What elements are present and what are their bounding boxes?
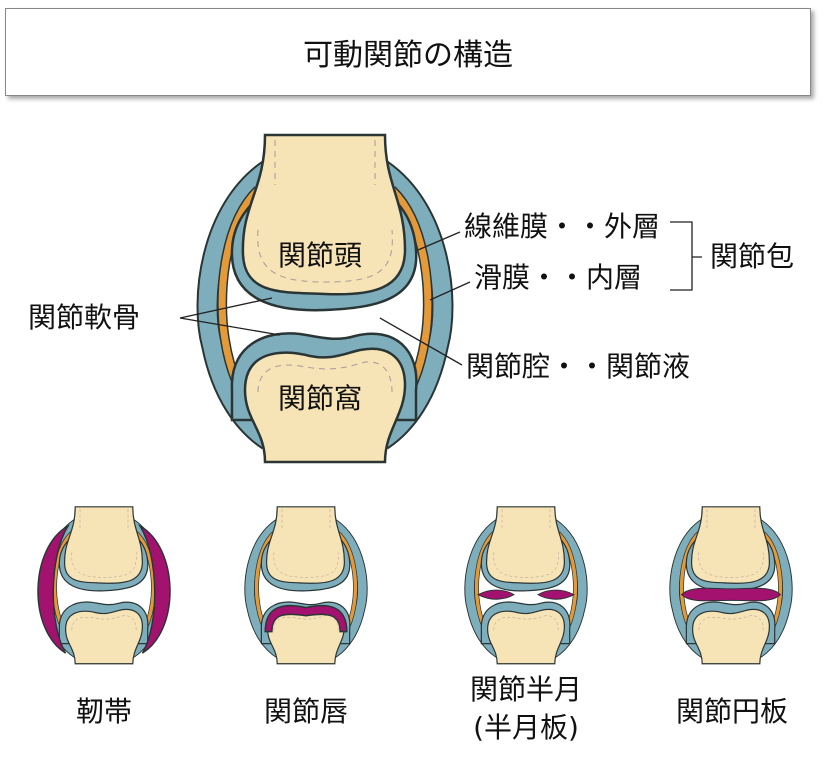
leader-fibrous xyxy=(417,231,461,251)
joint-disc xyxy=(675,507,788,664)
label-synovial: 滑膜・・内層 xyxy=(474,261,643,294)
label-fibrous: 線維膜・・外層 xyxy=(464,210,661,243)
label-cartilage: 関節軟骨 xyxy=(28,301,141,334)
meniscus xyxy=(476,589,576,600)
leader-cartilage-lower xyxy=(179,317,281,336)
label-head: 関節頭 xyxy=(277,239,363,272)
leader-cavity xyxy=(379,317,463,366)
leader-lines xyxy=(179,221,702,366)
label-labrum: 関節唇 xyxy=(263,695,349,728)
ligament-left xyxy=(37,524,71,654)
ligament-right xyxy=(137,524,171,654)
label-ligament: 靭帯 xyxy=(75,695,133,728)
label-socket: 関節窩 xyxy=(277,382,363,415)
label-meniscus-sub: (半月板) xyxy=(473,711,579,744)
label-cavity: 関節腔・・関節液 xyxy=(466,350,691,383)
joint-meniscus xyxy=(470,507,583,664)
articular-disc xyxy=(680,587,782,602)
leader-cartilage-upper xyxy=(179,297,273,319)
page-title: 可動関節の構造 xyxy=(303,38,513,73)
joint-labrum xyxy=(250,507,363,664)
title-box: 可動関節の構造 xyxy=(5,8,811,96)
label-meniscus: 関節半月 xyxy=(469,673,583,706)
labrum xyxy=(264,604,348,633)
leader-synovial xyxy=(429,281,471,301)
label-disc: 関節円板 xyxy=(675,695,789,728)
joint-ligament xyxy=(37,507,171,664)
capsule-bracket xyxy=(670,221,702,291)
label-capsule: 関節包 xyxy=(710,240,795,273)
